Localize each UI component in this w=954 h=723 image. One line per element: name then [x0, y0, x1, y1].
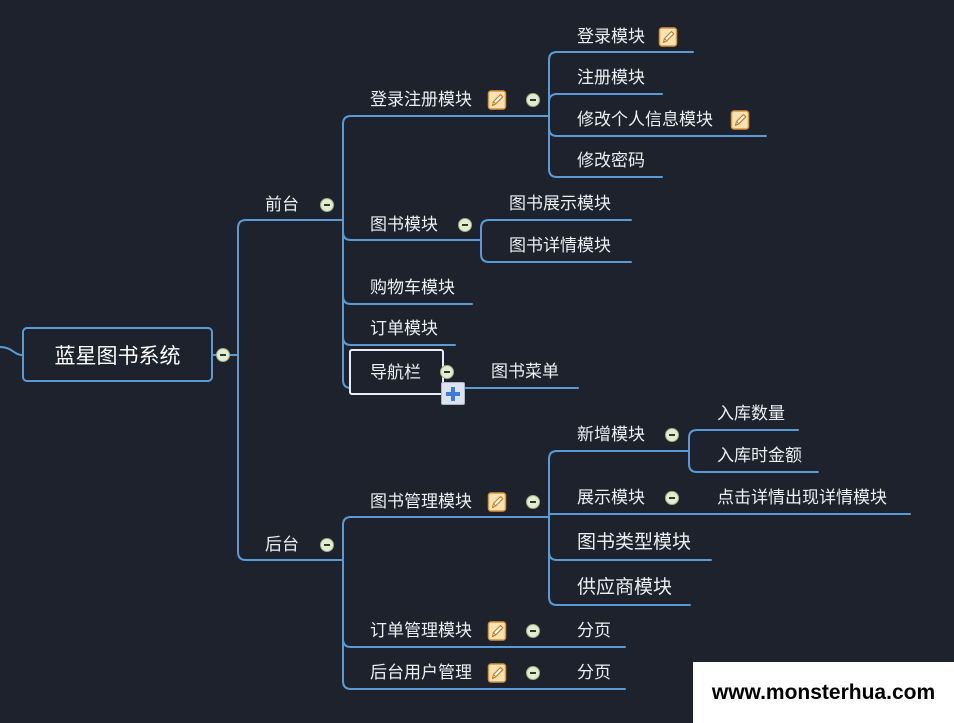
connector-add — [548, 450, 690, 518]
topic-front[interactable]: 前台 — [265, 195, 299, 215]
connector-password — [548, 115, 663, 178]
plus-icon — [442, 383, 464, 404]
login-register-collapse-icon[interactable] — [526, 93, 540, 107]
topic-orders[interactable]: 订单模块 — [370, 319, 438, 339]
topic-user-admin[interactable]: 后台用户管理 — [370, 663, 472, 683]
connector-book-display — [480, 219, 632, 241]
connector-login-register — [342, 115, 550, 221]
topic-change-password[interactable]: 修改密码 — [577, 151, 645, 171]
connector-login — [548, 51, 694, 117]
connector-back — [237, 354, 344, 561]
topic-order-admin[interactable]: 订单管理模块 — [370, 621, 472, 641]
topic-login-register[interactable]: 登录注册模块 — [370, 90, 472, 110]
root-collapse-icon[interactable] — [216, 348, 230, 362]
connector-book-admin — [342, 516, 550, 561]
login-note-icon[interactable] — [658, 27, 678, 47]
user-admin-note-icon[interactable] — [487, 663, 507, 683]
front-collapse-icon[interactable] — [320, 198, 334, 212]
back-collapse-icon[interactable] — [320, 538, 334, 552]
topic-navbar[interactable]: 导航栏 — [370, 363, 421, 383]
topic-edit-profile[interactable]: 修改个人信息模块 — [577, 110, 713, 130]
topic-user-paging[interactable]: 分页 — [577, 663, 611, 683]
topic-back[interactable]: 后台 — [265, 535, 299, 555]
book-admin-note-icon[interactable] — [487, 492, 507, 512]
central-topic[interactable]: 蓝星图书系统 — [22, 327, 213, 382]
connector-stock-qty — [688, 429, 799, 452]
topic-book-types[interactable]: 图书类型模块 — [577, 531, 692, 553]
add-collapse-icon[interactable] — [665, 428, 679, 442]
topic-stock-amount[interactable]: 入库时金额 — [717, 446, 802, 466]
topic-stock-quantity[interactable]: 入库数量 — [717, 404, 785, 424]
order-admin-note-icon[interactable] — [487, 621, 507, 641]
connector-front — [237, 219, 344, 356]
login-register-note-icon[interactable] — [487, 90, 507, 110]
connector-stock-amount — [688, 450, 819, 473]
connector-register — [548, 93, 663, 117]
topic-cart[interactable]: 购物车模块 — [370, 278, 455, 298]
topic-add[interactable]: 新增模块 — [577, 425, 645, 445]
selection-frame — [349, 349, 444, 395]
topic-login[interactable]: 登录模块 — [577, 27, 645, 47]
topic-books[interactable]: 图书模块 — [370, 215, 438, 235]
watermark: www.monsterhua.com — [693, 662, 954, 723]
books-collapse-icon[interactable] — [458, 218, 472, 232]
topic-suppliers[interactable]: 供应商模块 — [577, 576, 673, 598]
topic-register[interactable]: 注册模块 — [577, 68, 645, 88]
topic-display[interactable]: 展示模块 — [577, 488, 645, 508]
connector-user-admin — [342, 559, 626, 690]
display-collapse-icon[interactable] — [665, 491, 679, 505]
book-admin-collapse-icon[interactable] — [526, 495, 540, 509]
topic-click-detail[interactable]: 点击详情出现详情模块 — [717, 488, 887, 508]
add-topic-button[interactable] — [441, 382, 465, 405]
topic-order-paging[interactable]: 分页 — [577, 621, 611, 641]
topic-book-detail[interactable]: 图书详情模块 — [509, 236, 611, 256]
connector-parent-stub — [0, 346, 23, 356]
topic-book-menu[interactable]: 图书菜单 — [491, 362, 559, 382]
connector-suppliers — [548, 516, 691, 606]
navbar-collapse-icon[interactable] — [440, 365, 454, 379]
topic-book-admin[interactable]: 图书管理模块 — [370, 492, 472, 512]
order-admin-collapse-icon[interactable] — [526, 624, 540, 638]
topic-book-display[interactable]: 图书展示模块 — [509, 194, 611, 214]
connector-book-detail — [480, 239, 632, 263]
user-admin-collapse-icon[interactable] — [526, 666, 540, 680]
edit-profile-note-icon[interactable] — [730, 110, 750, 130]
